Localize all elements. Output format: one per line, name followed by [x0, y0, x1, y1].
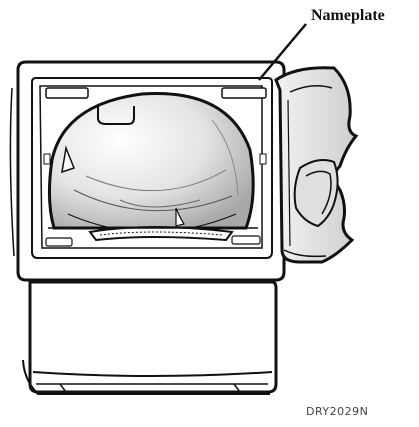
open-door-icon — [276, 68, 356, 262]
nameplate-label: Nameplate — [311, 7, 385, 25]
figure-code: DRY2029N — [306, 405, 368, 418]
dryer-drum — [48, 93, 258, 240]
pedestal — [23, 282, 276, 394]
